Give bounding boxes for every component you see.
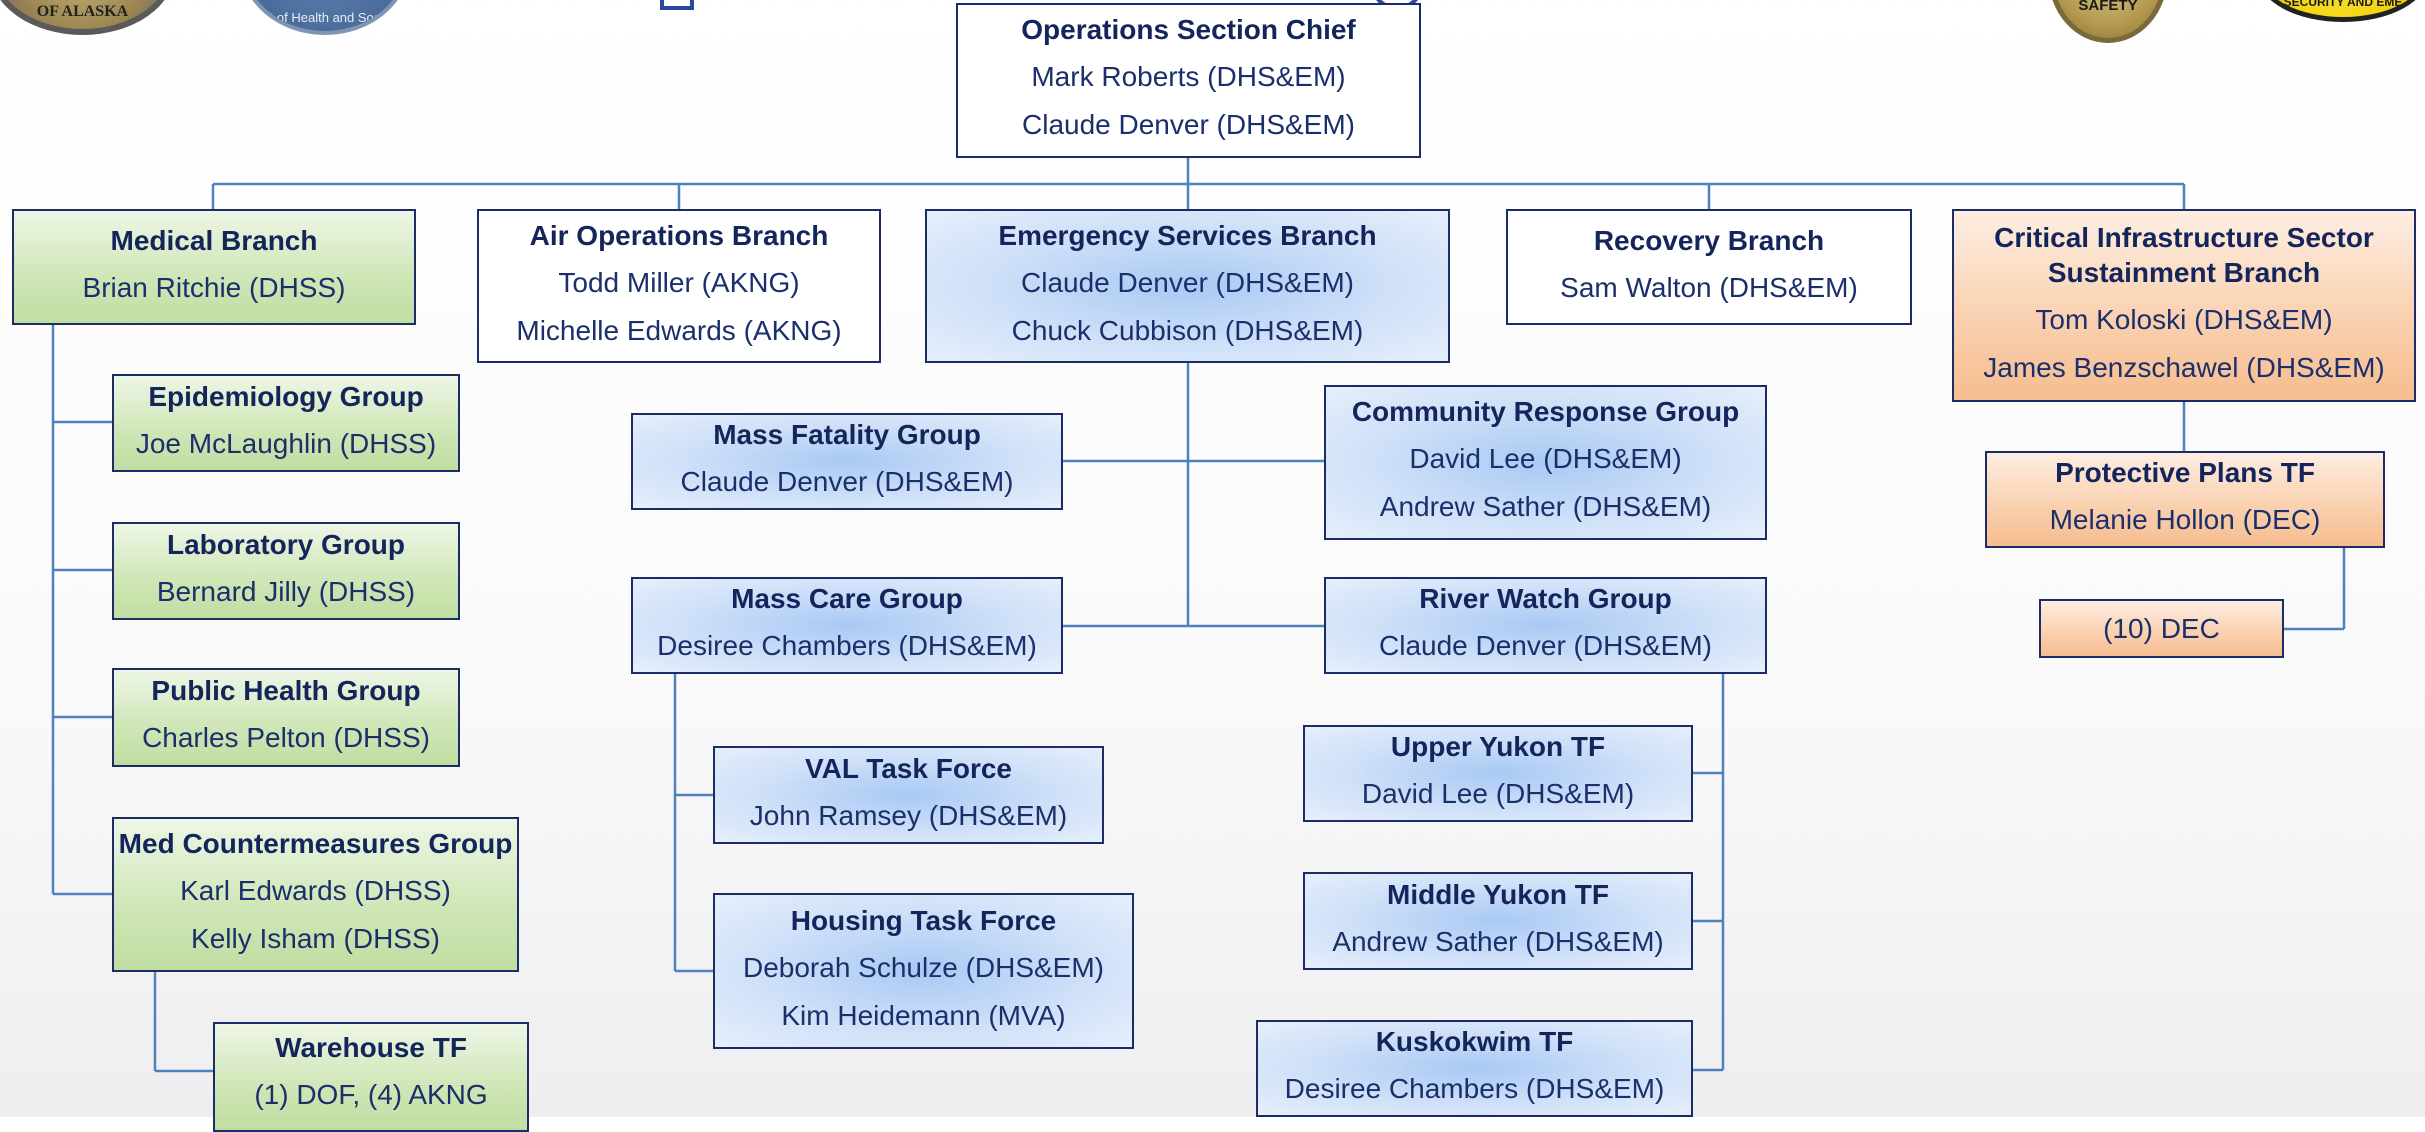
box-title: Laboratory Group — [166, 528, 405, 560]
emergency-services-branch-box[interactable]: Emergency Services Branch Claude Denver … — [925, 209, 1450, 363]
title-glyph-fragment — [660, 0, 694, 10]
box-title: Medical Branch — [110, 224, 318, 256]
mass-care-group-box[interactable]: Mass Care Group Desiree Chambers (DHS&EM… — [631, 577, 1063, 674]
critical-infrastructure-branch-box[interactable]: Critical Infrastructure Sector Sustainme… — [1952, 209, 2416, 402]
box-member: Mark Roberts (DHS&EM) — [1031, 61, 1346, 92]
box-title: Emergency Services Branch — [998, 219, 1377, 251]
box-title: Recovery Branch — [1593, 224, 1825, 256]
box-title: Protective Plans TF — [2055, 457, 2315, 488]
box-member: David Lee (DHS&EM) — [1409, 443, 1682, 474]
box-title: VAL Task Force — [805, 752, 1012, 784]
box-title: Med Countermeasures Group — [118, 828, 513, 859]
box-title: Critical Infrastructure Sector — [1994, 221, 2374, 253]
box-member: Tom Koloski (DHS&EM) — [2035, 303, 2333, 335]
box-title: Mass Fatality Group — [713, 419, 981, 450]
kuskokwim-tf-box[interactable]: Kuskokwim TF Desiree Chambers (DHS&EM) — [1256, 1020, 1693, 1117]
box-member: Charles Pelton (DHSS) — [142, 722, 430, 753]
upper-yukon-tf-box[interactable]: Upper Yukon TF David Lee (DHS&EM) — [1303, 725, 1693, 822]
box-title: Housing Task Force — [790, 904, 1057, 936]
box-member: Brian Ritchie (DHSS) — [82, 271, 346, 303]
box-member: (10) DEC — [2103, 612, 2220, 644]
ops-section-chief-box[interactable]: Operations Section Chief Mark Roberts (D… — [956, 3, 1421, 158]
box-member: Joe McLaughlin (DHSS) — [135, 427, 437, 459]
box-title: Upper Yukon TF — [1390, 731, 1606, 762]
river-watch-group-box[interactable]: River Watch Group Claude Denver (DHS&EM) — [1324, 577, 1767, 674]
epidemiology-group-box[interactable]: Epidemiology Group Joe McLaughlin (DHSS) — [112, 374, 460, 472]
box-member: Claude Denver (DHS&EM) — [1379, 630, 1712, 661]
air-operations-branch-box[interactable]: Air Operations Branch Todd Miller (AKNG)… — [477, 209, 881, 363]
protective-plans-tf-box[interactable]: Protective Plans TF Melanie Hollon (DEC) — [1985, 451, 2385, 548]
box-member: Desiree Chambers (DHS&EM) — [657, 630, 1037, 661]
medical-branch-box[interactable]: Medical Branch Brian Ritchie (DHSS) — [12, 209, 416, 325]
box-member: Deborah Schulze (DHS&EM) — [742, 951, 1105, 983]
box-member: Claude Denver (DHS&EM) — [1021, 266, 1354, 298]
box-member: Sam Walton (DHS&EM) — [1560, 271, 1858, 303]
box-member: Melanie Hollon (DEC) — [2049, 504, 2321, 535]
box-title: Air Operations Branch — [529, 219, 829, 251]
box-member: Karl Edwards (DHSS) — [180, 875, 451, 906]
med-countermeasures-group-box[interactable]: Med Countermeasures Group Karl Edwards (… — [112, 817, 519, 972]
laboratory-group-box[interactable]: Laboratory Group Bernard Jilly (DHSS) — [112, 522, 460, 620]
box-title: Middle Yukon TF — [1387, 878, 1609, 910]
box-member: Andrew Sather (DHS&EM) — [1332, 925, 1664, 957]
box-member: James Benzschawel (DHS&EM) — [1983, 351, 2385, 383]
box-title: Kuskokwim TF — [1375, 1026, 1574, 1057]
box-title: Epidemiology Group — [148, 380, 424, 412]
box-member: Michelle Edwards (AKNG) — [516, 314, 842, 346]
box-member: Andrew Sather (DHS&EM) — [1379, 491, 1712, 522]
community-response-group-box[interactable]: Community Response Group David Lee (DHS&… — [1324, 385, 1767, 540]
val-task-force-box[interactable]: VAL Task Force John Ramsey (DHS&EM) — [713, 746, 1104, 844]
box-member: Kim Heidemann (MVA) — [781, 999, 1066, 1031]
box-title: Community Response Group — [1351, 396, 1740, 427]
warehouse-tf-box[interactable]: Warehouse TF (1) DOF, (4) AKNG — [213, 1022, 529, 1132]
box-member: Kelly Isham (DHSS) — [191, 923, 440, 954]
box-member: (1) DOF, (4) AKNG — [254, 1079, 488, 1110]
dec-unit-box[interactable]: (10) DEC — [2039, 599, 2284, 658]
box-title: Operations Section Chief — [1021, 14, 1356, 45]
box-title: Sustainment Branch — [2047, 256, 2321, 288]
housing-task-force-box[interactable]: Housing Task Force Deborah Schulze (DHS&… — [713, 893, 1134, 1049]
public-health-group-box[interactable]: Public Health Group Charles Pelton (DHSS… — [112, 668, 460, 767]
box-member: Desiree Chambers (DHS&EM) — [1284, 1073, 1665, 1104]
box-member: Todd Miller (AKNG) — [558, 266, 800, 298]
box-member: Chuck Cubbison (DHS&EM) — [1011, 314, 1364, 346]
middle-yukon-tf-box[interactable]: Middle Yukon TF Andrew Sather (DHS&EM) — [1303, 872, 1693, 970]
box-title: Mass Care Group — [731, 583, 963, 614]
box-member: Claude Denver (DHS&EM) — [680, 466, 1014, 497]
box-member: David Lee (DHS&EM) — [1361, 778, 1635, 809]
box-member: John Ramsey (DHS&EM) — [749, 799, 1068, 831]
box-title: Warehouse TF — [275, 1032, 467, 1063]
box-member: Bernard Jilly (DHSS) — [156, 575, 416, 607]
box-title: River Watch Group — [1419, 583, 1672, 614]
box-title: Public Health Group — [151, 675, 421, 706]
mass-fatality-group-box[interactable]: Mass Fatality Group Claude Denver (DHS&E… — [631, 413, 1063, 510]
recovery-branch-box[interactable]: Recovery Branch Sam Walton (DHS&EM) — [1506, 209, 1912, 325]
box-member: Claude Denver (DHS&EM) — [1022, 109, 1355, 140]
